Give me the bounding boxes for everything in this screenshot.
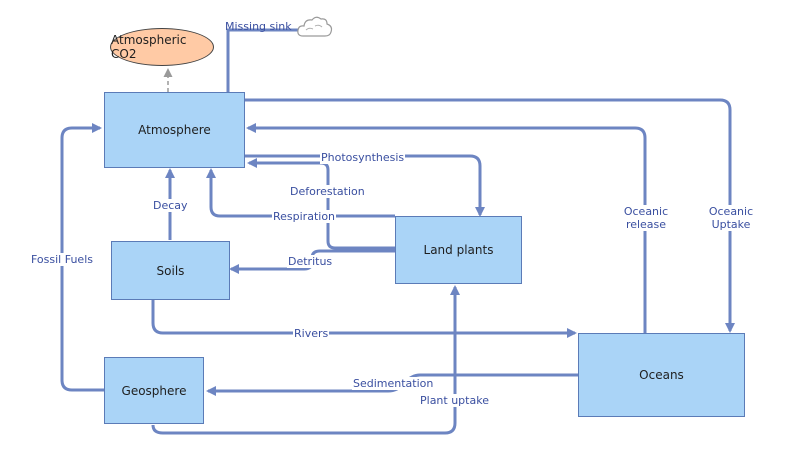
soils-label: Soils <box>156 263 185 278</box>
geosphere-node[interactable]: Geosphere <box>104 357 204 424</box>
decay-label: Decay <box>152 199 189 212</box>
geosphere-label: Geosphere <box>121 383 187 398</box>
edge-respiration <box>206 168 395 218</box>
edge-missing-sink <box>226 28 300 92</box>
oceanic-uptake-label: Oceanic Uptake <box>702 205 760 231</box>
sedimentation-label: Sedimentation <box>352 377 435 390</box>
oceanic-uptake-line2: Uptake <box>711 218 751 231</box>
atmospheric-co2-label: Atmospheric CO2 <box>111 33 187 61</box>
atmosphere-node[interactable]: Atmosphere <box>104 92 245 168</box>
missing-sink-label: Missing sink <box>225 20 292 33</box>
rivers-label: Rivers <box>293 327 330 340</box>
deforestation-label: Deforestation <box>289 185 366 198</box>
oceans-node[interactable]: Oceans <box>578 333 745 417</box>
edge-oceanic-release <box>246 123 647 333</box>
respiration-label: Respiration <box>272 210 337 223</box>
edge-photosynthesis <box>245 154 485 217</box>
oceanic-release-line2: release <box>625 218 667 231</box>
atmosphere-label: Atmosphere <box>138 123 211 137</box>
atmospheric-co2-node[interactable]: Atmospheric CO2 <box>110 28 214 66</box>
oceanic-release-line1: Oceanic <box>623 205 669 218</box>
detritus-label: Detritus <box>287 255 334 268</box>
fossil-fuels-label: Fossil Fuels <box>30 253 94 266</box>
edge-deforestation <box>247 158 395 250</box>
land-plants-node[interactable]: Land plants <box>395 216 522 284</box>
soils-node[interactable]: Soils <box>111 241 230 300</box>
land-plants-label: Land plants <box>423 243 494 257</box>
edge-oceanic-uptake <box>245 98 735 333</box>
oceans-label: Oceans <box>639 368 684 382</box>
photosynthesis-label: Photosynthesis <box>320 151 406 164</box>
oceanic-release-label: Oceanic release <box>617 205 675 231</box>
edge-plant-uptake <box>151 285 460 435</box>
cloud-icon <box>297 16 333 37</box>
edge-rivers <box>151 300 577 338</box>
plant-uptake-label: Plant uptake <box>419 394 490 407</box>
oceanic-uptake-line1: Oceanic <box>708 205 754 218</box>
